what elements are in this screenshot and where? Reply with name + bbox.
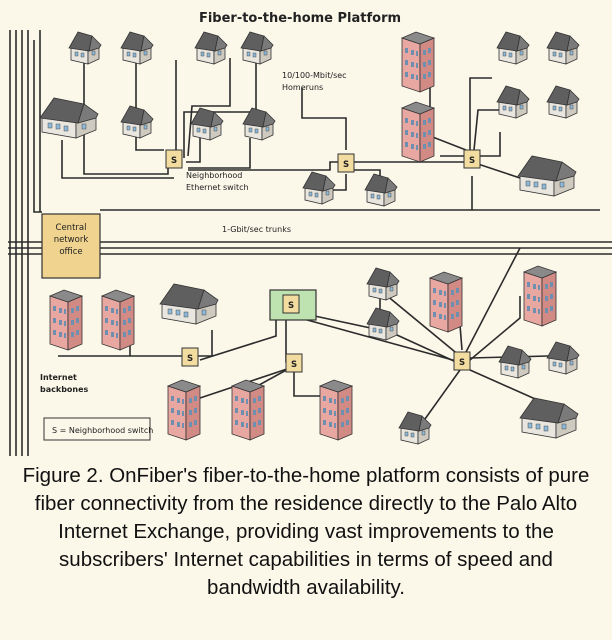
central-network-office: Central network office [41, 213, 101, 279]
house-icon [240, 31, 274, 65]
backbones-label-line2: backbones [40, 385, 89, 394]
house-icon [68, 31, 102, 65]
neighborhood-switch: S [463, 149, 481, 169]
house-icon [498, 345, 532, 379]
house-icon [39, 97, 99, 139]
switch-symbol: S [343, 160, 349, 170]
apartment-building-icon [523, 265, 557, 327]
apartment-building-icon [401, 101, 435, 163]
homeruns-label-line2: Homeruns [282, 83, 323, 92]
apartment-building-icon [167, 379, 201, 441]
trunks-label: 1-Gbit/sec trunks [222, 225, 291, 234]
house-icon [159, 283, 219, 325]
backbones-label-line1: Internet [40, 373, 77, 382]
house-icon [546, 85, 580, 119]
apartment-building-icon [231, 379, 265, 441]
switch-symbol: S [459, 358, 465, 368]
central-office-label-line3: office [59, 247, 82, 257]
switch-symbol: S [469, 156, 475, 166]
legend-text: S = Neighborhood switch [52, 426, 153, 435]
legend: S = Neighborhood switch [43, 417, 153, 441]
neighborhood-switch: S [453, 351, 471, 371]
apartment-building-icon [101, 289, 135, 351]
fiber-network-diagram: Central network office S [8, 11, 612, 456]
house-icon [364, 173, 398, 207]
figure-caption: Figure 2. OnFiber's fiber-to-the-home pl… [22, 464, 590, 599]
house-icon [496, 31, 530, 65]
exchange-switch-symbol: S [288, 301, 294, 311]
house-icon [517, 155, 577, 197]
switch-symbol: S [171, 156, 177, 166]
homeruns-label-line1: 10/100-Mbit/sec [282, 71, 347, 80]
house-icon [120, 31, 154, 65]
switch-label-line1: Neighborhood [186, 171, 242, 180]
neighborhood-switch: S [165, 149, 183, 169]
house-icon [546, 31, 580, 65]
neighborhood-switch: S [337, 153, 355, 173]
house-icon [194, 31, 228, 65]
apartment-building-icon [319, 379, 353, 441]
central-office-label-line2: network [54, 235, 89, 245]
house-icon [366, 307, 400, 341]
internet-exchange: S [269, 289, 317, 321]
house-icon [366, 267, 400, 301]
apartment-building-icon [401, 31, 435, 93]
switch-symbol: S [291, 360, 297, 370]
neighborhood-switch: S [181, 347, 199, 367]
house-icon [496, 85, 530, 119]
central-office-label-line1: Central [56, 223, 87, 233]
diagram-title: Fiber-to-the-home Platform [199, 11, 401, 26]
house-icon [302, 171, 336, 205]
house-icon [546, 341, 580, 375]
switch-symbol: S [187, 354, 193, 364]
apartment-building-icon [49, 289, 83, 351]
house-icon [519, 397, 579, 439]
apartment-building-icon [429, 271, 463, 333]
neighborhood-switch: S [285, 353, 303, 373]
neighborhood-switches: S S S S S S [165, 149, 481, 373]
house-icon [120, 105, 154, 139]
switch-label-line2: Ethernet switch [186, 183, 249, 192]
